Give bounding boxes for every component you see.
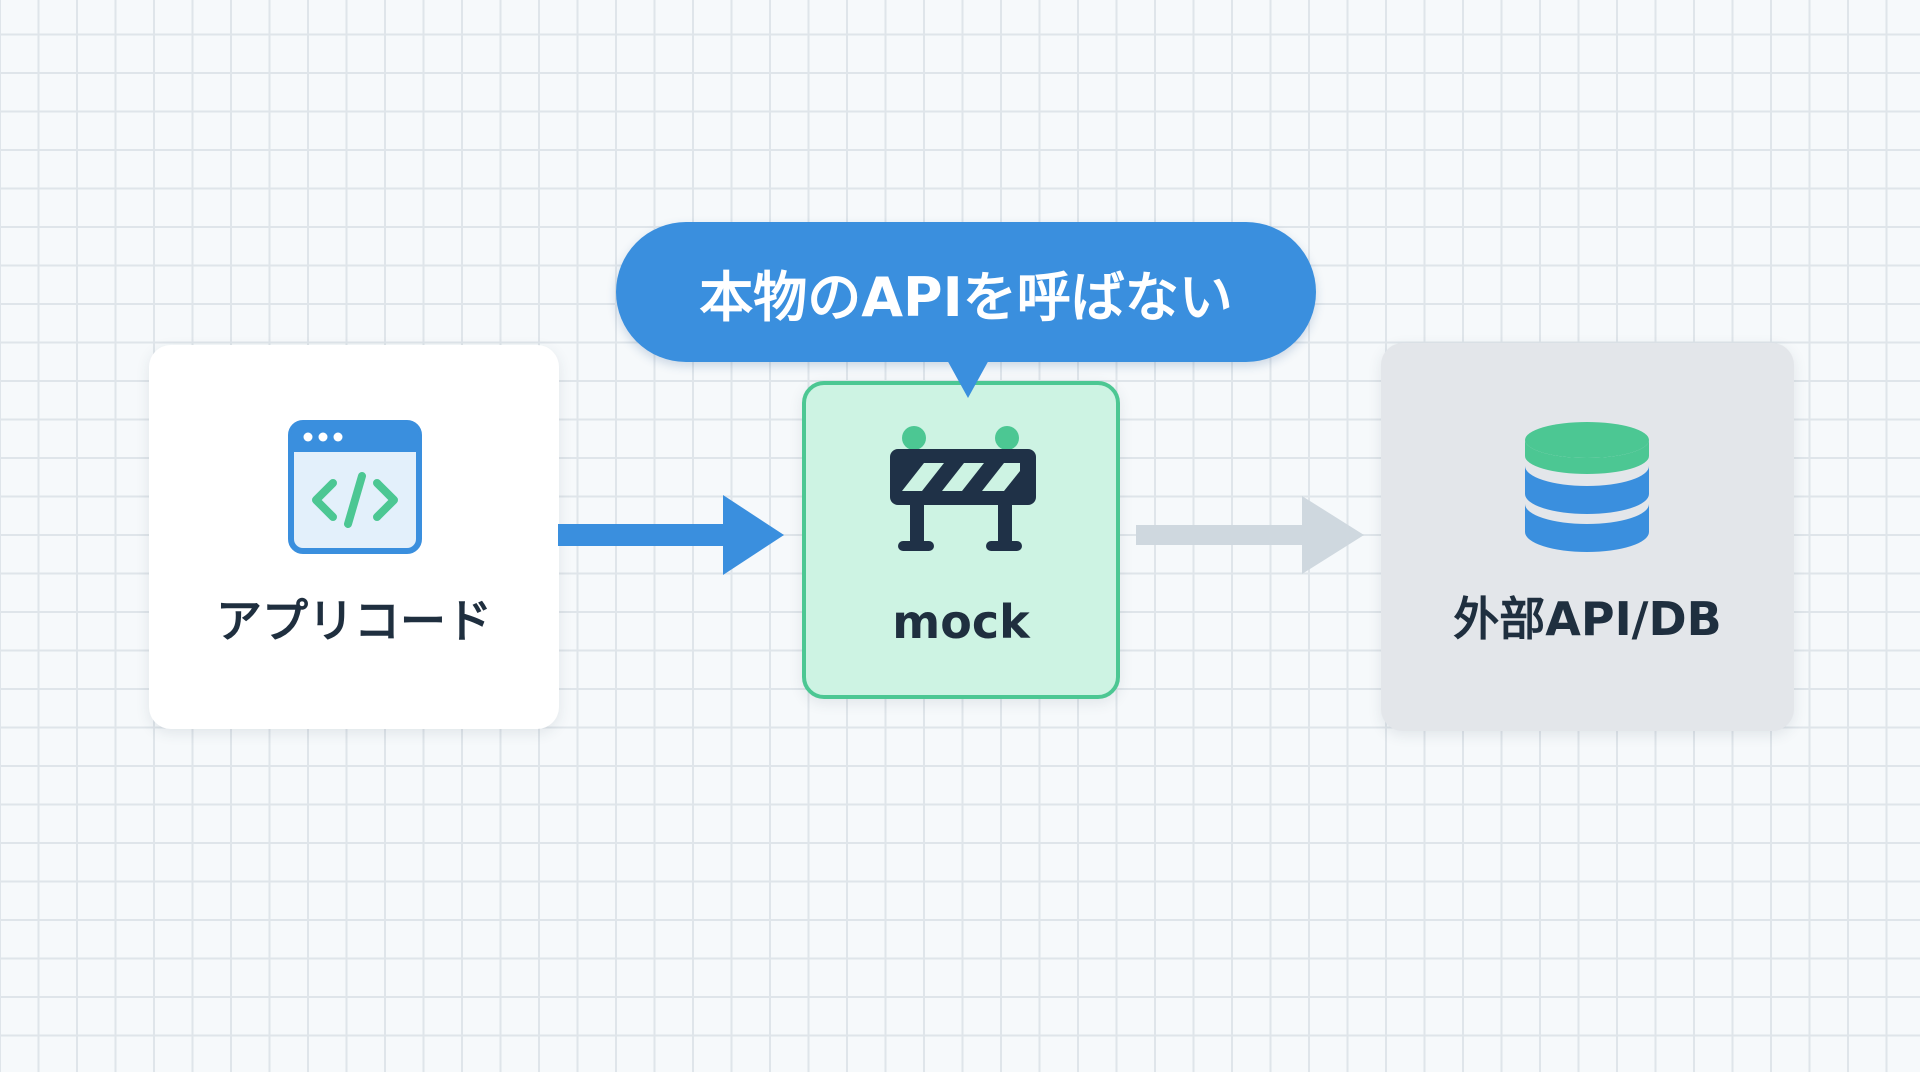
arrow-mock-to-external bbox=[1136, 496, 1364, 574]
app-code-label: アプリコード bbox=[216, 594, 492, 648]
callout-bubble: 本物のAPIを呼ばない bbox=[616, 222, 1316, 362]
mock-label: mock bbox=[892, 595, 1030, 649]
app-code-node: アプリコード bbox=[149, 345, 559, 729]
arrow-app-to-mock bbox=[558, 495, 784, 575]
external-api-db-label: 外部API/DB bbox=[1453, 592, 1722, 646]
barrier-icon bbox=[890, 426, 1036, 551]
callout-text: 本物のAPIを呼ばない bbox=[699, 265, 1233, 329]
database-icon bbox=[1525, 422, 1649, 552]
mock-node: mock bbox=[802, 381, 1120, 699]
code-window-icon bbox=[288, 420, 422, 554]
callout-tail bbox=[946, 358, 990, 398]
external-api-db-node: 外部API/DB bbox=[1381, 343, 1794, 731]
